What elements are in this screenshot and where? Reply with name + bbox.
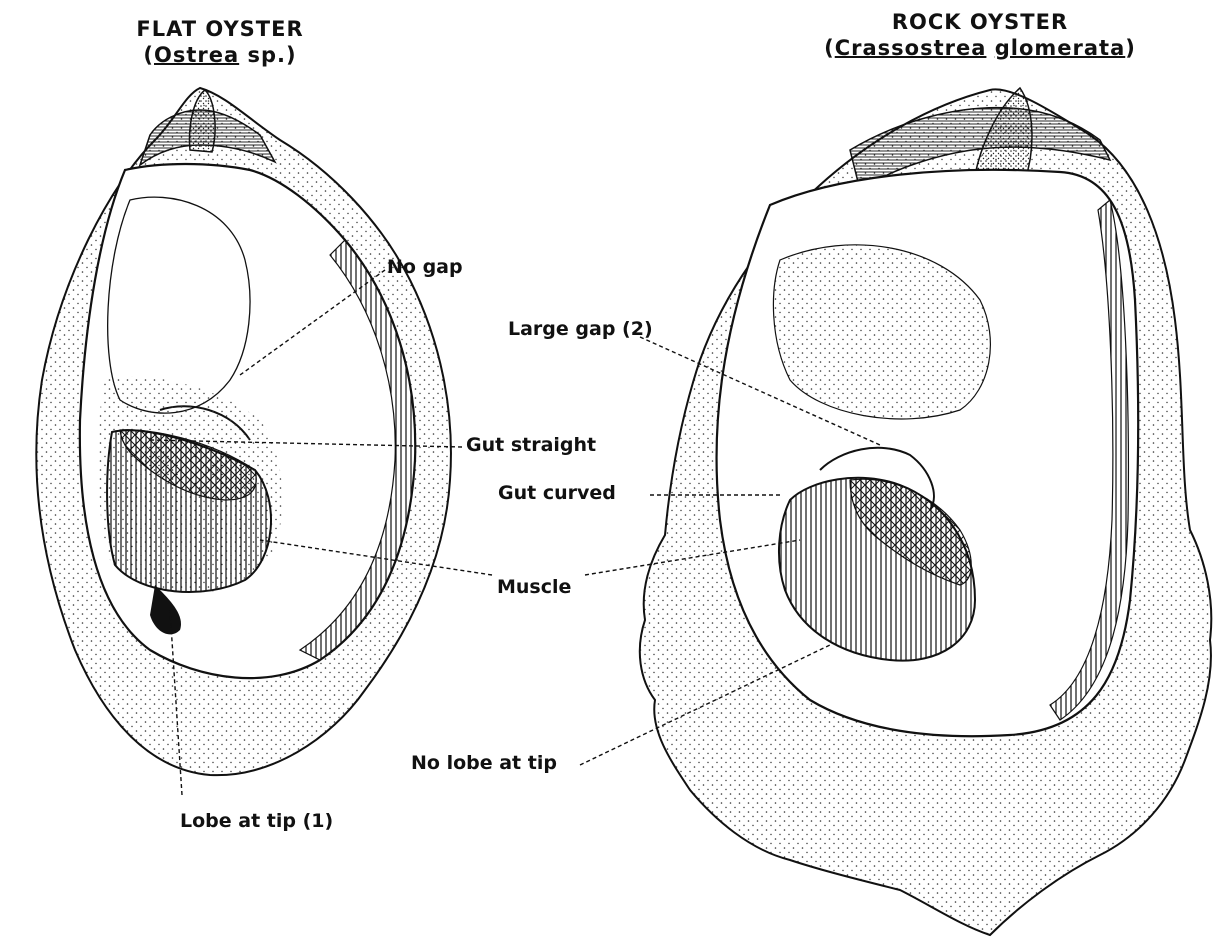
rock-genus: Crassostrea [835,36,987,60]
flat-genus: Ostrea [154,43,239,67]
flat-oyster-species: (Ostrea sp.) [125,43,315,67]
rock-oyster-name: ROCK OYSTER [892,10,1068,34]
flat-oyster-name: FLAT OYSTER [136,17,303,41]
rock-species: glomerata [995,36,1126,60]
rock-oyster-species: (Crassostrea glomerata) [810,36,1150,60]
label-large-gap: Large gap (2) [508,318,653,340]
label-no-gap: No gap [387,256,463,278]
label-gut-straight: Gut straight [466,434,596,456]
flat-oyster-drawing [36,88,451,775]
rock-oyster-drawing [640,88,1212,935]
flat-oyster-title: FLAT OYSTER (Ostrea sp.) [125,17,315,67]
label-muscle: Muscle [497,576,571,598]
label-lobe-at-tip: Lobe at tip (1) [180,810,333,832]
rock-space [986,36,994,60]
flat-paren-open: ( [143,43,154,67]
rock-paren-close: ) [1125,36,1136,60]
rock-oyster-title: ROCK OYSTER (Crassostrea glomerata) [810,10,1150,60]
rock-paren-open: ( [824,36,835,60]
flat-sp: sp.) [239,43,296,67]
label-no-lobe: No lobe at tip [411,752,557,774]
label-gut-curved: Gut curved [498,482,616,504]
